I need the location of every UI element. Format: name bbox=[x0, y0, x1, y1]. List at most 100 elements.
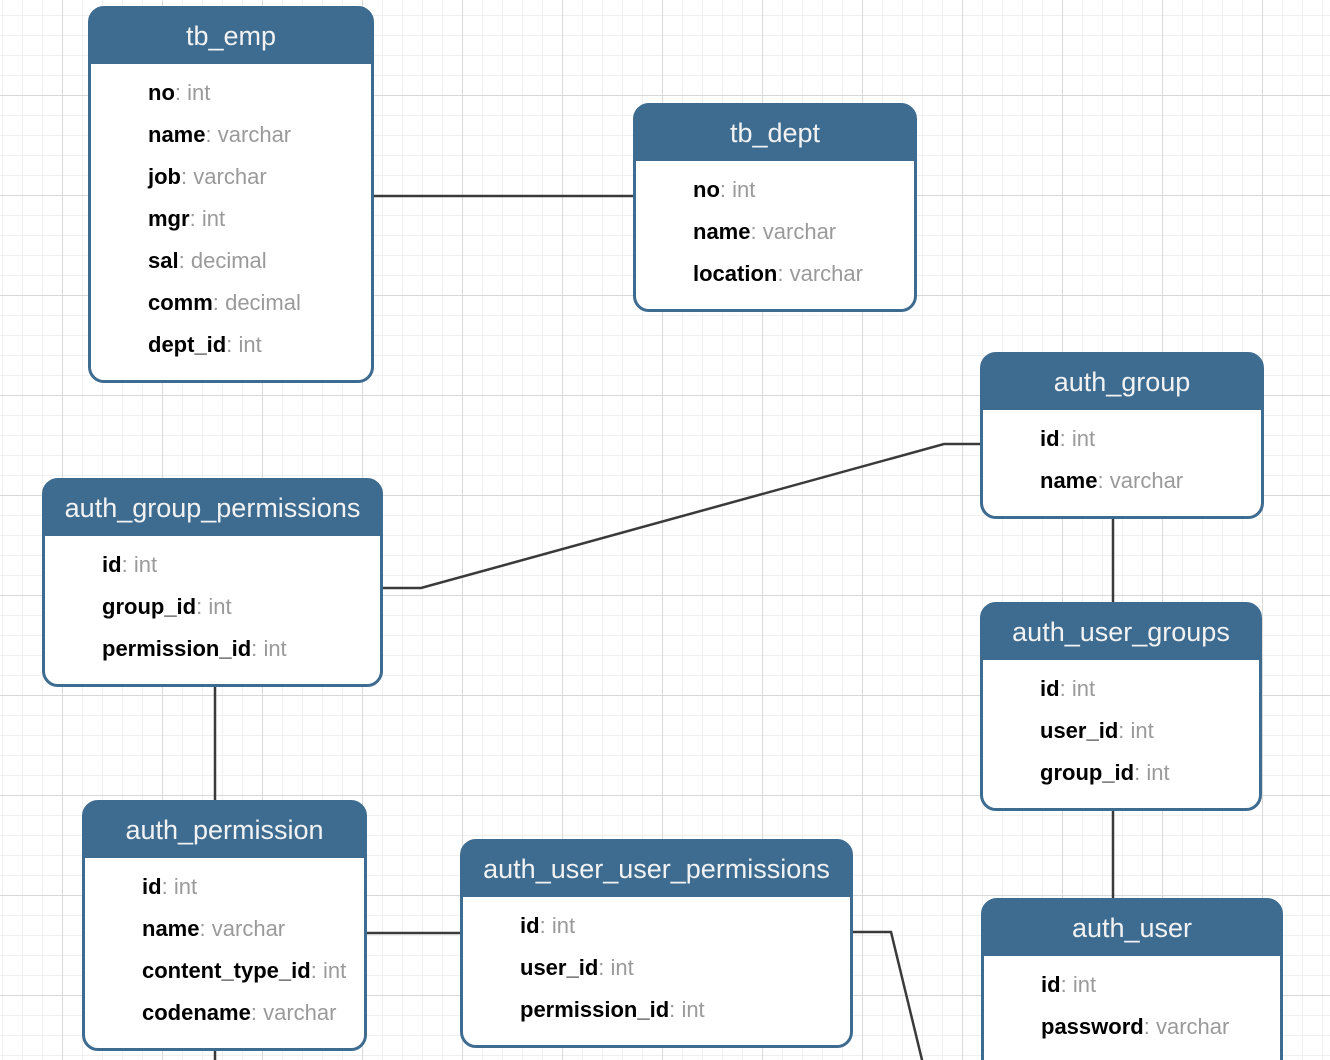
table-auth-group[interactable]: auth_group id:int name:varchar bbox=[980, 352, 1264, 519]
field-type: int bbox=[1146, 760, 1170, 785]
field-row[interactable]: content_type_id:int bbox=[85, 950, 364, 992]
field-type: varchar bbox=[211, 916, 286, 941]
field-colon: : bbox=[199, 916, 206, 941]
field-row[interactable]: name:varchar bbox=[85, 908, 364, 950]
field-type: varchar bbox=[217, 122, 292, 147]
field-name: codename bbox=[142, 1000, 251, 1025]
field-row[interactable]: no:int bbox=[636, 169, 914, 211]
field-row[interactable]: job:varchar bbox=[91, 156, 371, 198]
table-tb-emp[interactable]: tb_emp no:int name:varchar job:varchar m… bbox=[88, 6, 374, 383]
field-colon: : bbox=[310, 958, 317, 983]
field-name: no bbox=[693, 177, 720, 202]
field-row[interactable]: permission_id:int bbox=[463, 989, 850, 1031]
table-field-list: id:int user_id:int group_id:int bbox=[983, 660, 1259, 808]
field-name: name bbox=[1040, 468, 1098, 493]
field-row[interactable]: name:varchar bbox=[983, 460, 1261, 502]
field-name: content_type_id bbox=[142, 958, 311, 983]
field-row[interactable]: id:int bbox=[983, 668, 1259, 710]
table-auth-permission[interactable]: auth_permission id:int name:varchar cont… bbox=[82, 800, 367, 1051]
table-field-list: id:int group_id:int permission_id:int bbox=[45, 536, 380, 684]
field-colon: : bbox=[1059, 426, 1066, 451]
connector-auth-group-permissions-auth-group[interactable] bbox=[380, 442, 985, 590]
field-type: int bbox=[187, 80, 211, 105]
field-name: mgr bbox=[148, 206, 190, 231]
field-name: location bbox=[693, 261, 778, 286]
field-type: varchar bbox=[1155, 1014, 1230, 1039]
table-header-title[interactable]: auth_user bbox=[984, 901, 1280, 956]
field-name: password bbox=[1041, 1014, 1144, 1039]
field-row[interactable]: dept_id:int bbox=[91, 324, 371, 366]
table-header-title[interactable]: auth_permission bbox=[85, 803, 364, 858]
field-colon: : bbox=[226, 332, 233, 357]
field-row[interactable]: id:int bbox=[984, 964, 1280, 1006]
field-name: id bbox=[1041, 972, 1061, 997]
field-row[interactable]: location:varchar bbox=[636, 253, 914, 295]
field-row[interactable]: id:int bbox=[85, 866, 364, 908]
field-colon: : bbox=[719, 177, 727, 202]
field-name: id bbox=[142, 874, 162, 899]
field-row[interactable]: last_login:datetime bbox=[984, 1048, 1280, 1060]
field-row[interactable]: id:int bbox=[45, 544, 380, 586]
field-row[interactable]: permission_id:int bbox=[45, 628, 380, 670]
field-name: name bbox=[693, 219, 751, 244]
table-header-title[interactable]: auth_user_user_permissions bbox=[463, 842, 850, 897]
field-name: no bbox=[148, 80, 175, 105]
field-name: id bbox=[1040, 426, 1060, 451]
field-name: job bbox=[148, 164, 181, 189]
field-name: id bbox=[1040, 676, 1060, 701]
table-tb-dept[interactable]: tb_dept no:int name:varchar location:var… bbox=[633, 103, 917, 312]
field-name: name bbox=[142, 916, 200, 941]
field-row[interactable]: codename:varchar bbox=[85, 992, 364, 1034]
field-colon: : bbox=[1144, 1056, 1150, 1060]
field-colon: : bbox=[539, 913, 546, 938]
field-row[interactable]: group_id:int bbox=[45, 586, 380, 628]
field-row[interactable]: comm:decimal bbox=[91, 282, 371, 324]
field-row[interactable]: name:varchar bbox=[636, 211, 914, 253]
field-row[interactable]: group_id:int bbox=[983, 752, 1259, 794]
field-row[interactable]: id:int bbox=[983, 418, 1261, 460]
field-name: id bbox=[520, 913, 540, 938]
field-type: int bbox=[1071, 676, 1096, 701]
field-colon: : bbox=[1118, 718, 1125, 743]
field-colon: : bbox=[1060, 972, 1067, 997]
table-header-title[interactable]: auth_user_groups bbox=[983, 605, 1259, 660]
field-row[interactable]: user_id:int bbox=[463, 947, 850, 989]
table-header-title[interactable]: tb_emp bbox=[91, 9, 371, 64]
field-colon: : bbox=[196, 594, 203, 619]
field-type: int bbox=[208, 594, 232, 619]
table-auth-user-groups[interactable]: auth_user_groups id:int user_id:int grou… bbox=[980, 602, 1262, 811]
field-type: int bbox=[263, 636, 287, 661]
field-name: last_login bbox=[1041, 1056, 1144, 1060]
table-field-list: id:int name:varchar bbox=[983, 410, 1261, 516]
field-name: name bbox=[148, 122, 206, 147]
field-type: int bbox=[551, 913, 576, 938]
field-name: group_id bbox=[102, 594, 197, 619]
field-name: user_id bbox=[1040, 718, 1119, 743]
field-colon: : bbox=[161, 874, 168, 899]
field-type: int bbox=[681, 997, 705, 1022]
table-field-list: no:int name:varchar job:varchar mgr:int … bbox=[91, 64, 371, 380]
field-type: decimal bbox=[190, 248, 267, 273]
field-type: int bbox=[133, 552, 158, 577]
table-header-title[interactable]: auth_group_permissions bbox=[45, 481, 380, 536]
field-row[interactable]: no:int bbox=[91, 72, 371, 114]
field-type: int bbox=[732, 177, 756, 202]
table-header-title[interactable]: auth_group bbox=[983, 355, 1261, 410]
field-colon: : bbox=[121, 552, 128, 577]
field-row[interactable]: name:varchar bbox=[91, 114, 371, 156]
table-auth-user-user-permissions[interactable]: auth_user_user_permissions id:int user_i… bbox=[460, 839, 853, 1048]
field-row[interactable]: mgr:int bbox=[91, 198, 371, 240]
table-header-title[interactable]: tb_dept bbox=[636, 106, 914, 161]
field-row[interactable]: id:int bbox=[463, 905, 850, 947]
connector-auth-user-user-permissions-auth-user[interactable] bbox=[848, 930, 924, 1060]
table-auth-group-permissions[interactable]: auth_group_permissions id:int group_id:i… bbox=[42, 478, 383, 687]
field-row[interactable]: user_id:int bbox=[983, 710, 1259, 752]
field-type: int bbox=[322, 958, 347, 983]
field-name: group_id bbox=[1040, 760, 1135, 785]
field-type: int bbox=[173, 874, 198, 899]
table-auth-user[interactable]: auth_user id:int password:varchar last_l… bbox=[981, 898, 1283, 1060]
field-row[interactable]: sal:decimal bbox=[91, 240, 371, 282]
field-row[interactable]: password:varchar bbox=[984, 1006, 1280, 1048]
